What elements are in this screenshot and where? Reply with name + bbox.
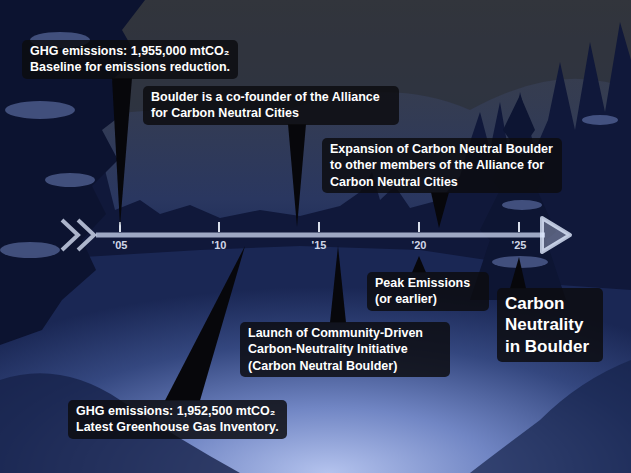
- callout-text: Baseline for emissions reduction.: [30, 59, 230, 75]
- snow-on-trees: [0, 32, 618, 268]
- callout-text: Peak Emissions (or earlier): [375, 275, 481, 308]
- callout-box: Expansion of Carbon Neutral Boulder to o…: [322, 138, 562, 193]
- snow-ground: [0, 225, 631, 473]
- callout-text: Latest Greenhouse Gas Inventory.: [76, 419, 279, 435]
- timeline-axis: [62, 218, 570, 252]
- pointer-wedge: [112, 78, 132, 226]
- year-label: '05: [113, 239, 128, 251]
- callout-box: Carbon Neutrality in Boulder: [497, 288, 603, 362]
- callout-text: GHG emissions: 1,955,000 mtCO₂: [30, 43, 230, 59]
- callout-box: GHG emissions: 1,955,000 mtCO₂Baseline f…: [22, 40, 238, 79]
- pointer-wedge: [431, 192, 449, 228]
- callout-text: Launch of Community-Driven Carbon-Neutra…: [248, 325, 442, 374]
- pointer-wedge: [165, 246, 245, 401]
- pointer-wedge: [510, 257, 526, 289]
- callout-text: Carbon Neutrality in Boulder: [505, 293, 595, 357]
- callout-box: GHG emissions: 1,952,500 mtCO₂Latest Gre…: [68, 400, 287, 439]
- year-label: '20: [412, 239, 427, 251]
- callout-text: GHG emissions: 1,952,500 mtCO₂: [76, 403, 279, 419]
- callout-text: Boulder is a co-founder of the Alliance …: [151, 89, 391, 122]
- callout-text: Expansion of Carbon Neutral Boulder to o…: [330, 141, 554, 190]
- callout-box: Launch of Community-Driven Carbon-Neutra…: [240, 322, 450, 377]
- year-label: '10: [212, 239, 227, 251]
- callout-box: Peak Emissions (or earlier): [367, 272, 489, 311]
- year-label: '15: [312, 239, 327, 251]
- year-label: '25: [512, 239, 527, 251]
- pointer-wedge: [412, 256, 426, 273]
- pointer-wedge: [288, 124, 306, 227]
- ground-shadow: [470, 360, 631, 473]
- pointer-wedge: [330, 246, 346, 323]
- right-tree: [470, 95, 566, 300]
- callout-box: Boulder is a co-founder of the Alliance …: [143, 86, 399, 125]
